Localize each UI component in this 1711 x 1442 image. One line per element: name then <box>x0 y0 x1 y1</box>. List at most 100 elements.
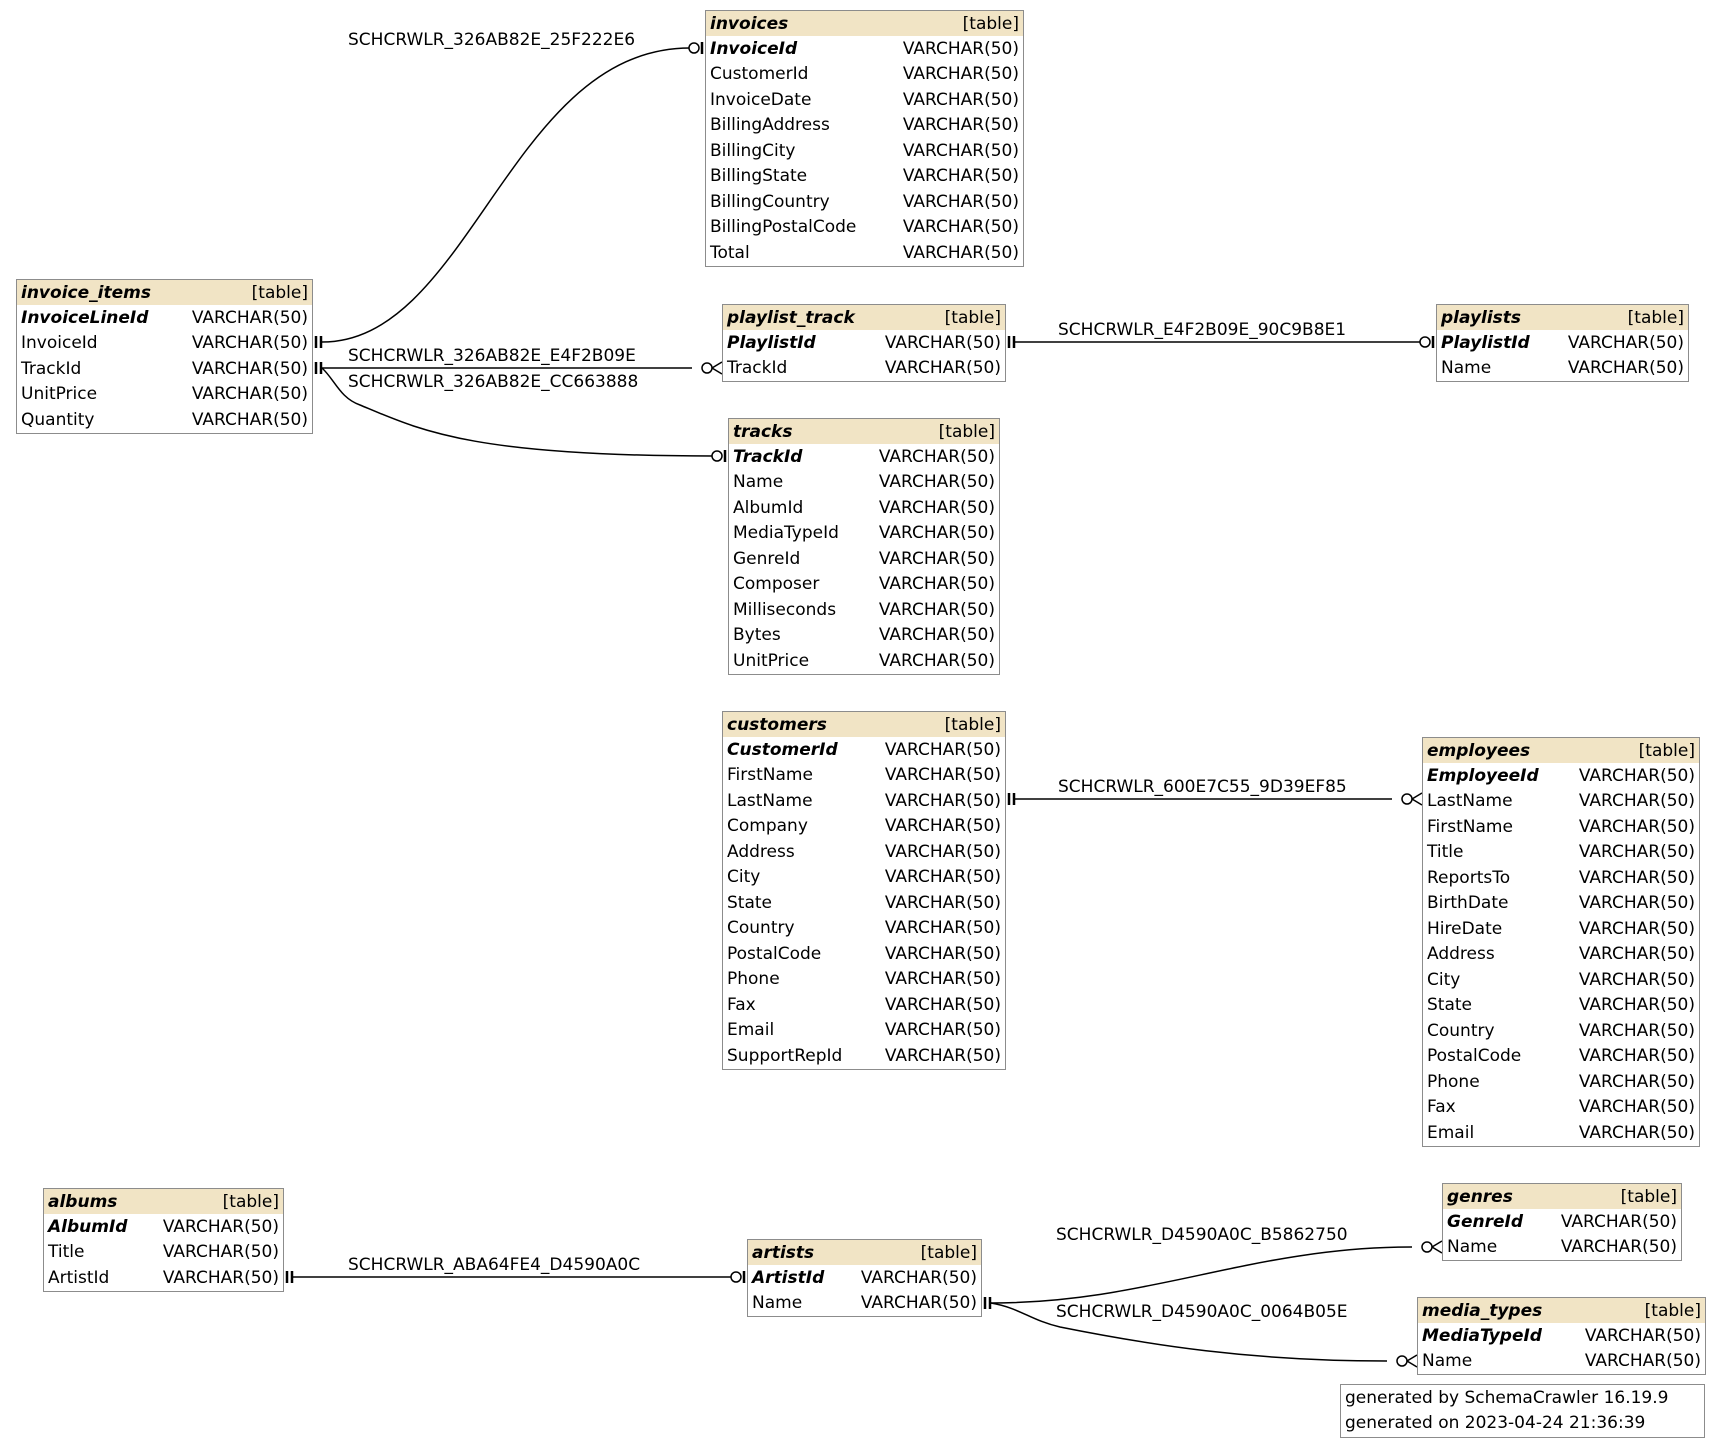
column-type: VARCHAR(50) <box>884 765 1001 786</box>
primary-key-name: CustomerId <box>727 739 838 760</box>
column-name: BillingAddress <box>710 115 830 136</box>
column-name: AlbumId <box>733 497 804 518</box>
column-name: GenreId <box>733 548 801 569</box>
table-header: customers[table] <box>723 712 1005 737</box>
table-header: employees [table] <box>1423 738 1699 763</box>
zero-marker <box>1419 336 1431 348</box>
column-name: Name <box>1441 358 1492 379</box>
column-type: VARCHAR(50) <box>1584 1325 1701 1346</box>
column-name: Fax <box>727 994 756 1015</box>
table-name: genres <box>1447 1186 1513 1207</box>
column-name: State <box>727 892 772 913</box>
zero-marker <box>711 450 723 462</box>
table-kind: [table] <box>1638 740 1695 761</box>
column-name: State <box>1427 995 1472 1016</box>
column-type: VARCHAR(50) <box>1578 1046 1695 1067</box>
column-name: City <box>727 867 761 888</box>
column-type: VARCHAR(50) <box>191 358 308 379</box>
table-kind: [table] <box>920 1242 977 1263</box>
column-type: VARCHAR(50) <box>902 38 1019 59</box>
column-type: VARCHAR(50) <box>1578 893 1695 914</box>
column-type: VARCHAR(50) <box>902 166 1019 187</box>
column-type: VARCHAR(50) <box>191 307 308 328</box>
column-row: CustomerId VARCHAR(50) <box>723 737 1005 763</box>
column-name: Milliseconds <box>733 599 837 620</box>
relationship-line <box>990 1246 1413 1304</box>
column-type: VARCHAR(50) <box>884 969 1001 990</box>
table-kind: [table] <box>222 1191 279 1212</box>
column-type: VARCHAR(50) <box>1578 969 1695 990</box>
table-header: media_types[table] <box>1418 1298 1705 1323</box>
column-type: VARCHAR(50) <box>884 332 1001 353</box>
zero-marker <box>1396 1355 1408 1367</box>
column-type: VARCHAR(50) <box>1578 1020 1695 1041</box>
table-header: invoice_items[table] <box>17 280 312 305</box>
crow-foot-marker <box>711 367 723 375</box>
crow-foot-marker <box>1411 792 1423 800</box>
table-header: artists [table] <box>748 1240 981 1265</box>
column-type: VARCHAR(50) <box>884 739 1001 760</box>
primary-key-name: TrackId <box>733 446 803 467</box>
table-name: invoices <box>710 13 789 34</box>
column-type: VARCHAR(50) <box>878 548 995 569</box>
column-type: VARCHAR(50) <box>860 1293 977 1314</box>
column-type: VARCHAR(50) <box>884 1020 1001 1041</box>
column-name: BillingCountry <box>710 191 830 212</box>
column-type: VARCHAR(50) <box>878 625 995 646</box>
column-type: VARCHAR(50) <box>878 574 995 595</box>
column-type: VARCHAR(50) <box>884 892 1001 913</box>
table-kind: [table] <box>1644 1300 1701 1321</box>
table-name: playlist_track <box>727 307 855 328</box>
column-name: Quantity <box>21 409 95 430</box>
column-name: Name <box>733 472 784 493</box>
column-type: VARCHAR(50) <box>878 497 995 518</box>
footer-generator: generated by SchemaCrawler 16.19.9 <box>1345 1388 1669 1408</box>
column-name: Company <box>727 816 808 837</box>
relationship-label: SCHCRWLR_600E7C55_9D39EF85 <box>1058 777 1347 797</box>
relationship-label: SCHCRWLR_326AB82E_CC663888 <box>348 372 639 392</box>
column-name: PostalCode <box>727 943 822 964</box>
column-type: VARCHAR(50) <box>884 1045 1001 1066</box>
column-type: VARCHAR(50) <box>902 191 1019 212</box>
column-row: GenreId VARCHAR(50) <box>729 546 999 572</box>
column-name: Name <box>1447 1237 1498 1258</box>
column-name: ArtistId <box>48 1267 110 1288</box>
table-kind: [table] <box>944 714 1001 735</box>
column-name: FirstName <box>727 765 813 786</box>
table-name: employees <box>1427 740 1531 761</box>
column-type: VARCHAR(50) <box>860 1267 977 1288</box>
column-row: State VARCHAR(50) <box>723 890 1005 916</box>
table-name: artists <box>752 1242 815 1263</box>
column-type: VARCHAR(50) <box>902 140 1019 161</box>
